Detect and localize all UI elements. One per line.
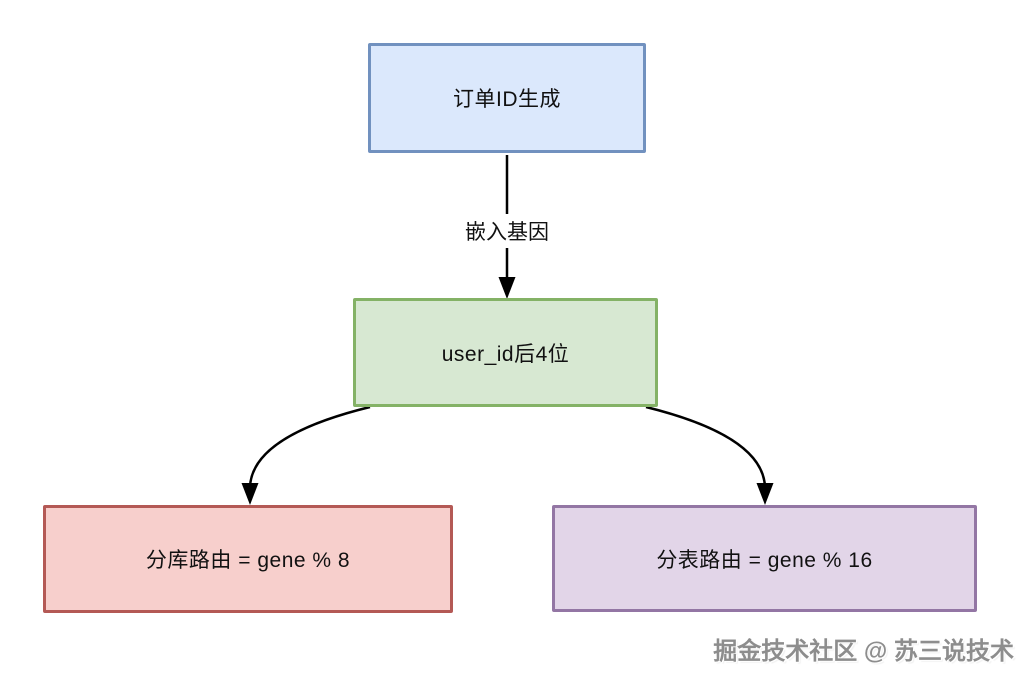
arrow-table-route <box>645 405 774 505</box>
node-table-route-label: 分表路由 = gene % 16 <box>656 548 873 572</box>
node-user-id-label: user_id后4位 <box>441 342 570 366</box>
node-user-id-last4: user_id后4位 <box>353 298 658 407</box>
arrow-db-route <box>241 405 371 505</box>
edge-label-text: 嵌入基因 <box>465 221 549 244</box>
node-db-route-label: 分库路由 = gene % 8 <box>145 549 351 572</box>
node-table-route: 分表路由 = gene % 16 <box>552 505 977 612</box>
node-order-id-generation: 订单ID生成 <box>368 43 646 153</box>
node-order-id-label: 订单ID生成 <box>453 88 561 111</box>
edge-label-embed-gene: 嵌入基因 <box>459 214 555 248</box>
node-db-route: 分库路由 = gene % 8 <box>43 505 453 613</box>
watermark: 掘金技术社区 @ 苏三说技术 <box>713 638 1014 665</box>
